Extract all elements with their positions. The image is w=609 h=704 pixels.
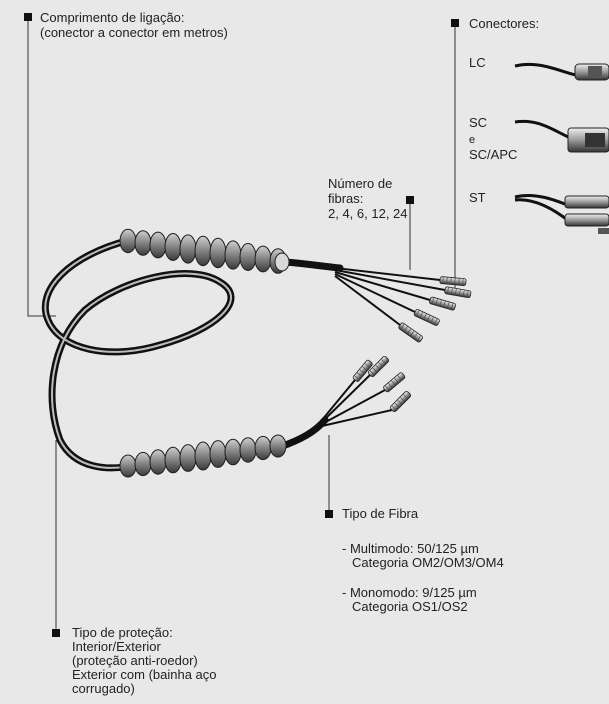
length-subtitle: (conector a conector em metros) [40,26,228,40]
fiber-connector [398,322,423,343]
connector-scapc-label: SC/APC [469,148,517,162]
bellow-rib [225,241,241,269]
main-cable [45,240,340,468]
sc-connector-icon [515,121,609,152]
bellow-rib [210,238,226,267]
lc-connector-icon [515,64,609,80]
singlemode-line: - Monomodo: 9/125 µm [342,586,477,600]
leader-length [28,17,56,316]
singlemode-category: Categoria OS1/OS2 [352,600,468,614]
fiber-connector [383,372,406,393]
fiber-connector [429,297,456,311]
fibers-label-3: 2, 4, 6, 12, 24 [328,207,408,221]
bellow-rib [150,232,166,258]
multimode-category: Categoria OM2/OM3/OM4 [352,556,504,570]
st-connector-icon [515,195,609,234]
bellow-rib [180,445,196,472]
bullet-length [24,13,32,21]
bellow-rib [225,439,241,465]
bellow-rib [180,235,196,263]
connectors-title: Conectores: [469,17,539,31]
bellow-rib [150,450,166,474]
connector-sc-and: e [469,133,475,147]
bellow-rib [135,452,151,475]
leader-lines [28,17,455,632]
bellow-rib [120,455,136,477]
fibers-label-1: Número de [328,177,392,191]
bullet-protection [52,629,60,637]
bellow-rib [240,438,256,462]
bellow-rib [210,441,226,468]
bellow-rib [270,435,286,457]
connector-sc-label: SC [469,116,487,130]
bullet-fibers [406,196,414,204]
fiber-connector [414,309,441,326]
fibers-label-2: fibras: [328,192,363,206]
bellow-rib [120,229,136,252]
bellow-rib [195,236,211,265]
length-title: Comprimento de ligação: [40,11,185,25]
bullet-fiber-type [325,510,333,518]
connector-st-label: ST [469,191,486,205]
protection-title: Tipo de proteção: [72,626,173,640]
upper-bellow [120,229,289,273]
bellow-end [275,253,289,271]
multimode-line: - Multimodo: 50/125 µm [342,542,479,556]
protection-line-4: Exterior com (bainha aço [72,668,217,682]
bellow-rib [195,442,211,470]
bellow-rib [165,234,181,261]
fiber-connector [440,277,467,286]
protection-line-2: Interior/Exterior [72,640,161,654]
bullet-connectors [451,19,459,27]
bellow-rib [165,447,181,473]
protection-line-3: (proteção anti-roedor) [72,654,198,668]
bellow-rib [255,436,271,459]
lower-bellow [120,435,286,477]
bellow-rib [255,246,271,272]
bellow-rib [240,244,256,271]
fiber-type-title: Tipo de Fibra [342,507,418,521]
fiber-connector [390,391,412,413]
fiber-connector [444,287,471,298]
lower-fanout [322,375,392,426]
protection-line-5: corrugado) [72,682,135,696]
connector-lc-label: LC [469,56,486,70]
bellow-rib [135,231,151,256]
